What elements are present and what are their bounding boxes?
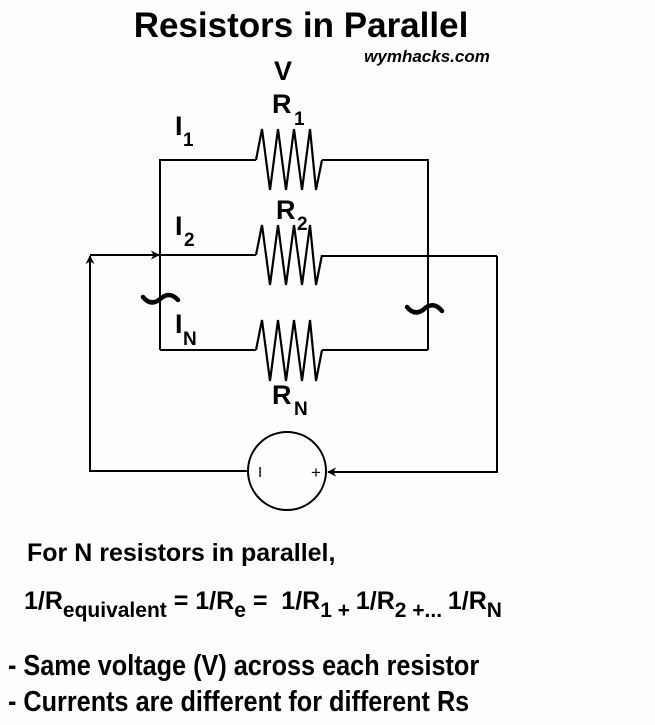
current-label-in: I N [175, 309, 197, 350]
wire-up-arrow [85, 255, 248, 472]
formula-term: 1/R [356, 587, 395, 615]
wire-return-arrow [327, 256, 498, 477]
formula-term: 1/R [448, 587, 487, 615]
branch-rn [160, 319, 428, 382]
formula-term: 1/R [24, 587, 63, 615]
site-watermark: wymhacks.com [364, 47, 490, 66]
note-different-currents: - Currents are different for different R… [8, 686, 470, 718]
page-title: Resistors in Parallel [134, 6, 469, 45]
resistor-label-subscript: N [294, 399, 308, 420]
current-label-text: I [175, 211, 183, 241]
current-label-subscript: 1 [183, 130, 194, 151]
formula-subscript: 2 [395, 599, 407, 622]
formula-term: = 1/R [246, 587, 320, 615]
formula-intro: For N resistors in parallel, [27, 539, 335, 567]
wire [159, 159, 256, 350]
current-label-subscript: 2 [184, 230, 195, 251]
note-same-voltage: - Same voltage (V) across each resistor [8, 650, 480, 682]
tilde-break-left [140, 292, 181, 305]
resistor-label-text: R [272, 89, 292, 119]
resistor-label-text: R [272, 380, 292, 410]
branch-r1 [159, 128, 429, 350]
voltage-source: I + [247, 431, 327, 511]
formula-equation: 1/Requivalent = 1/Re = 1/R1 + 1/R2 +... … [24, 587, 502, 622]
formula-subscript: equivalent [63, 599, 167, 622]
formula-term: = 1/R [167, 587, 234, 615]
formula-plus: + [332, 599, 356, 622]
resistor-label-subscript: 2 [297, 214, 308, 235]
voltage-label: V [274, 56, 292, 86]
resistor-label-text: R [276, 195, 296, 225]
formula-subscript: 1 [320, 599, 332, 622]
current-label-text: I [175, 111, 183, 141]
formula-subscript: N [487, 599, 502, 622]
current-label-i2: I 2 [175, 211, 195, 251]
current-label-i1: I 1 [175, 111, 194, 151]
resistor-rn [254, 319, 324, 382]
current-label-text: I [175, 309, 183, 339]
resistor-label-r2: R 2 [276, 195, 308, 235]
formula-subscript: e [234, 599, 246, 622]
source-circle [247, 431, 327, 511]
current-label-subscript: N [183, 329, 197, 350]
resistor-label-subscript: 1 [294, 109, 305, 130]
source-plus-terminal: + [311, 463, 321, 482]
tilde-break-right [404, 303, 445, 315]
source-minus-terminal: I [258, 464, 262, 481]
resistor-r1 [254, 128, 324, 191]
resistor-r2 [254, 224, 324, 286]
resistor-label-rn: R N [272, 380, 308, 420]
resistor-label-r1: R 1 [272, 89, 305, 130]
formula-ellipsis: +... [406, 599, 447, 622]
branch-r2 [160, 224, 497, 286]
wire [322, 159, 429, 350]
